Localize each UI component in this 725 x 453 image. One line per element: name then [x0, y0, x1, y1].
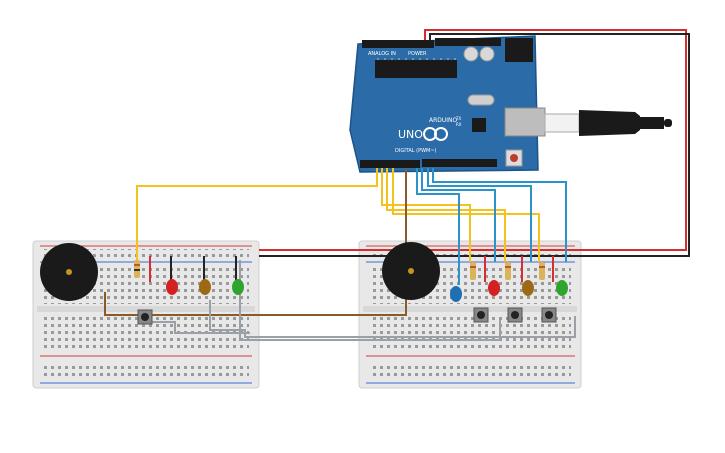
resistor-left [134, 260, 140, 278]
power-wires [259, 29, 690, 257]
pushbutton-right-3 [541, 307, 557, 323]
tx-label: TX [455, 116, 461, 121]
pushbutton-right-1 [473, 307, 489, 323]
pushbutton-right-2 [507, 307, 523, 323]
digital-header-label: DIGITAL (PWM~) [395, 148, 437, 154]
usb-cable [544, 110, 672, 136]
arduino-brand-label: ARDUINO [429, 117, 458, 124]
led-green-right [556, 280, 568, 296]
resistor-right-3 [539, 262, 545, 280]
buzzer-left [40, 243, 98, 301]
resistor-right-2 [505, 262, 511, 280]
led-green-left [232, 279, 244, 295]
gray-wires [150, 260, 576, 341]
led-red-left [166, 279, 178, 295]
led-blue-right [450, 286, 462, 302]
buzzer-right [382, 242, 440, 300]
led-red-right [488, 280, 500, 296]
rx-label: RX [456, 122, 462, 127]
arduino-uno-board: UNO ARDUINO POWER ANALOG IN DIGITAL (PWM… [349, 35, 546, 173]
led-amber-left [199, 279, 211, 295]
yellow-wires [136, 168, 540, 262]
arduino-model-label: UNO [398, 128, 423, 141]
pushbutton-left [137, 309, 153, 325]
power-header-label: POWER [408, 51, 427, 57]
led-amber-right [522, 280, 534, 296]
analog-header-label: ANALOG IN [368, 51, 396, 57]
resistor-right-1 [470, 262, 476, 280]
brown-wire [104, 168, 407, 316]
blue-wires [416, 168, 567, 285]
